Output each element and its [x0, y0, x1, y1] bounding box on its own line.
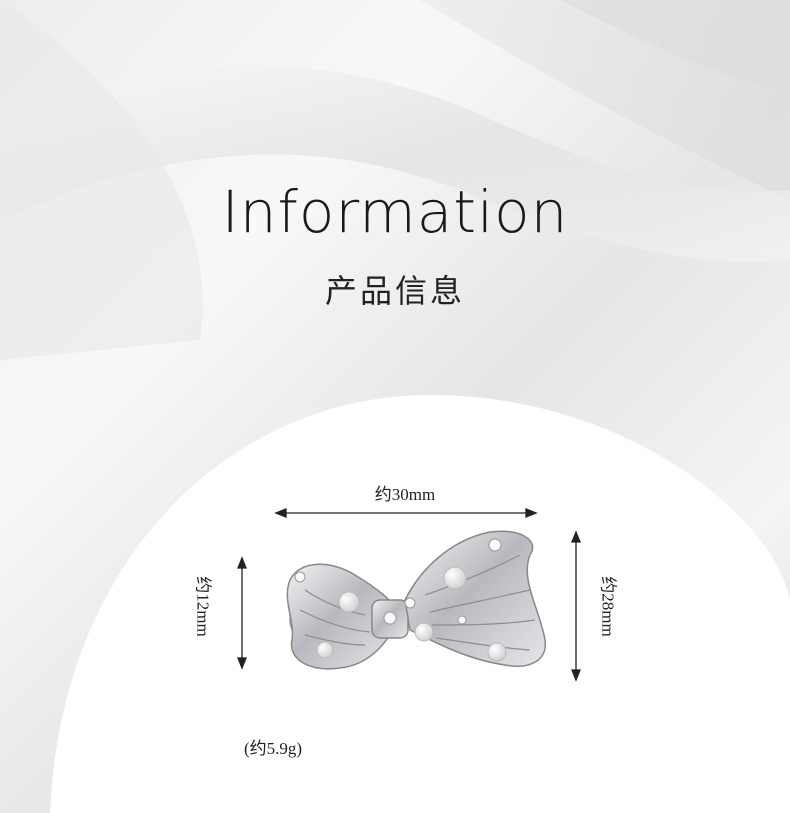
page-subtitle: 产品信息 — [324, 272, 465, 310]
weight-label: (约5.9g) — [244, 739, 303, 758]
page-title: Information — [221, 178, 569, 246]
height-right-label: 约28mm — [598, 576, 618, 637]
height-left-label: 约12mm — [193, 576, 213, 637]
width-label: 约30mm — [374, 485, 436, 504]
